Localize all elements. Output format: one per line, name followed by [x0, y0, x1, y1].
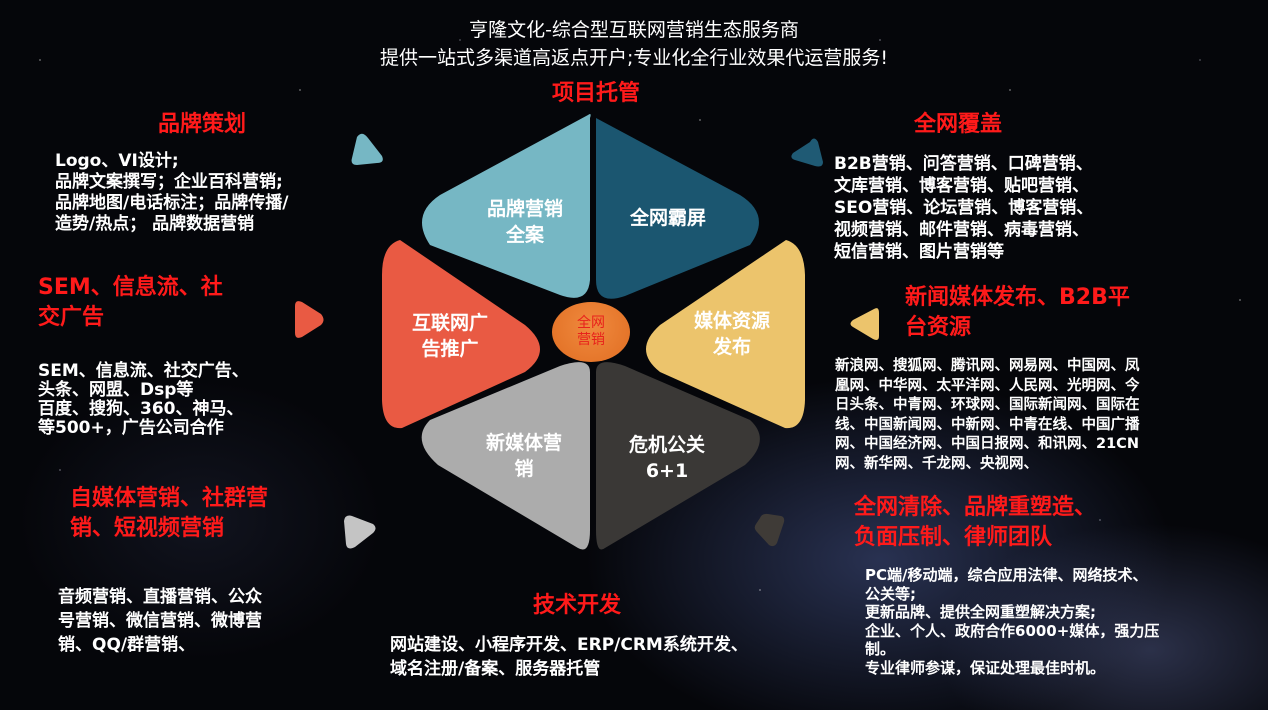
text-line: 短信营销、图片营销等	[834, 242, 1004, 262]
petal-new-media[interactable]: 新媒体营 销	[474, 430, 574, 482]
heading-line: 台资源	[905, 315, 972, 340]
petal-label-line2: 发布	[712, 336, 751, 358]
petal-label-line2: 全案	[505, 224, 544, 246]
heading-line: 销、短视频营销	[70, 516, 225, 541]
petal-media-release[interactable]: 媒体资源 发布	[682, 308, 782, 360]
text-line: 造势/热点； 品牌数据营销	[55, 214, 255, 234]
heading-crisis-management: 全网清除、品牌重塑造、 负面压制、律师团队	[854, 493, 1096, 553]
pointer-triangle-yellow-icon	[850, 308, 879, 340]
tech-body: 网站建设、小程序开发、ERP/CRM系统开发、 域名注册/备案、服务器托管	[390, 633, 748, 681]
pointer-triangle-gray-icon	[344, 515, 376, 549]
heading-line: 交广告	[38, 305, 105, 330]
text-line: 品牌地图/电话标注；品牌传播/	[55, 193, 289, 213]
heading-line: SEM、信息流、社	[38, 275, 223, 300]
heading-line: 负面压制、律师团队	[854, 525, 1053, 550]
text-line: 号营销、微信营销、微博营	[58, 611, 262, 631]
text-line: 音频营销、直播营销、公众	[58, 587, 262, 607]
petal-crisis-pr-shape	[596, 362, 760, 550]
petal-label-line1: 互联网广	[411, 312, 488, 334]
center-hub[interactable]: 全网 营销	[552, 302, 630, 362]
heading-self-media: 自媒体营销、社群营 销、短视频营销	[70, 484, 268, 544]
text-line: 凰网、中华网、太平洋网、人民网、光明网、今	[835, 377, 1140, 394]
text-line: 销、QQ/群营销、	[58, 635, 196, 655]
heading-tech-development: 技术开发	[533, 593, 622, 618]
text-line: PC端/移动端，综合应用法律、网络技术、	[865, 566, 1148, 584]
petal-internet-ads-shape	[382, 240, 540, 429]
petal-brand-marketing[interactable]: 品牌营销 全案	[470, 196, 580, 248]
company-tagline: 提供一站式多渠道高返点开户;专业化全行业效果代运营服务!	[379, 47, 889, 69]
text-line: 企业、个人、政府合作6000+媒体，强力压	[865, 621, 1160, 640]
petal-label-line1: 新媒体营	[485, 432, 562, 454]
text-line: 文库营销、博客营销、贴吧营销、	[834, 176, 1089, 196]
full-coverage-body: B2B营销、问答营销、口碑营销、 文库营销、博客营销、贴吧营销、 SEO营销、论…	[834, 153, 1093, 263]
petal-label-line2: 销	[514, 458, 534, 480]
text-line: 视频营销、邮件营销、病毒营销、	[834, 220, 1089, 240]
text-line: 品牌文案撰写；企业百科营销;	[55, 172, 283, 192]
petal-network-domination-shape	[596, 118, 759, 299]
brand-planning-body: Logo、VI设计; 品牌文案撰写；企业百科营销; 品牌地图/电话标注；品牌传播…	[55, 151, 288, 235]
petal-media-release-shape	[646, 240, 805, 429]
pointer-triangle-teal-icon	[351, 133, 383, 165]
sem-body: SEM、信息流、社交广告、 头条、网盟、Dsp等 百度、搜狗、360、神马、 等…	[38, 362, 249, 438]
heading-brand-planning: 品牌策划	[158, 112, 247, 137]
petal-network-domination[interactable]: 全网霸屏	[608, 205, 728, 231]
heading-project-hosting: 项目托管	[552, 81, 641, 106]
text-line: Logo、VI设计;	[55, 151, 179, 171]
heading-news-media: 新闻媒体发布、B2B平 台资源	[905, 283, 1130, 343]
text-line: 新浪网、搜狐网、腾讯网、网易网、中国网、凤	[835, 358, 1140, 374]
heading-line: 自媒体营销、社群营	[70, 486, 269, 511]
text-line: 头条、网盟、Dsp等	[38, 380, 194, 400]
text-line: 网站建设、小程序开发、ERP/CRM系统开发、	[390, 635, 748, 655]
text-line: SEM、信息流、社交广告、	[38, 361, 249, 381]
text-line: 专业律师参谋，保证处理最佳时机。	[865, 658, 1106, 677]
heading-full-coverage: 全网覆盖	[914, 112, 1003, 137]
petal-crisis-pr[interactable]: 危机公关 6+1	[612, 432, 722, 484]
text-line: 更新品牌、提供全网重塑解决方案;	[865, 603, 1097, 621]
text-line: 百度、搜狗、360、神马、	[38, 399, 244, 419]
pointer-triangle-red-icon	[295, 301, 324, 338]
text-line: 网、中国经济网、中国日报网、和讯网、21CN	[835, 436, 1139, 452]
pointer-triangle-darkteal-icon	[791, 138, 823, 167]
center-label-line1: 全网	[577, 315, 605, 331]
company-title: 亨隆文化-综合型互联网营销生态服务商	[469, 19, 799, 41]
heading-sem: SEM、信息流、社 交广告	[38, 273, 223, 333]
text-line: 公关等;	[865, 584, 916, 603]
center-label-line2: 营销	[577, 332, 605, 348]
text-line: SEO营销、论坛营销、博客营销、	[834, 198, 1094, 218]
text-line: 网、新华网、千龙网、央视网、	[835, 455, 1038, 472]
petal-label-line1: 全网霸屏	[629, 207, 706, 229]
petal-label-line2: 告推广	[421, 338, 479, 360]
text-line: 制。	[865, 640, 896, 658]
text-line: 域名注册/备案、服务器托管	[390, 659, 601, 679]
petal-internet-ads[interactable]: 互联网广 告推广	[400, 310, 500, 362]
text-line: 线、中国新闻网、中新网、中青在线、中国广播	[835, 416, 1140, 433]
news-media-body: 新浪网、搜狐网、腾讯网、网易网、中国网、凤 凰网、中华网、太平洋网、人民网、光明…	[835, 357, 1140, 474]
crisis-body: PC端/移动端，综合应用法律、网络技术、 公关等; 更新品牌、提供全网重塑解决方…	[865, 566, 1159, 677]
petal-label-line1: 品牌营销	[486, 198, 563, 220]
petal-new-media-shape	[421, 362, 590, 550]
petal-brand-marketing-shape	[422, 114, 591, 298]
text-line: 等500+，广告公司合作	[38, 418, 224, 438]
petal-label-line1: 媒体资源	[693, 310, 770, 332]
self-media-body: 音频营销、直播营销、公众 号营销、微信营销、微博营 销、QQ/群营销、	[58, 585, 262, 657]
petal-label-line2: 6+1	[645, 460, 689, 482]
pointer-triangle-darkgray-icon	[754, 513, 785, 547]
text-line: 日头条、中青网、环球网、国际新闻网、国际在	[835, 397, 1140, 413]
petal-label-line1: 危机公关	[628, 434, 705, 456]
text-line: B2B营销、问答营销、口碑营销、	[834, 154, 1093, 174]
heading-line: 新闻媒体发布、B2B平	[905, 285, 1130, 310]
heading-line: 全网清除、品牌重塑造、	[854, 495, 1097, 520]
